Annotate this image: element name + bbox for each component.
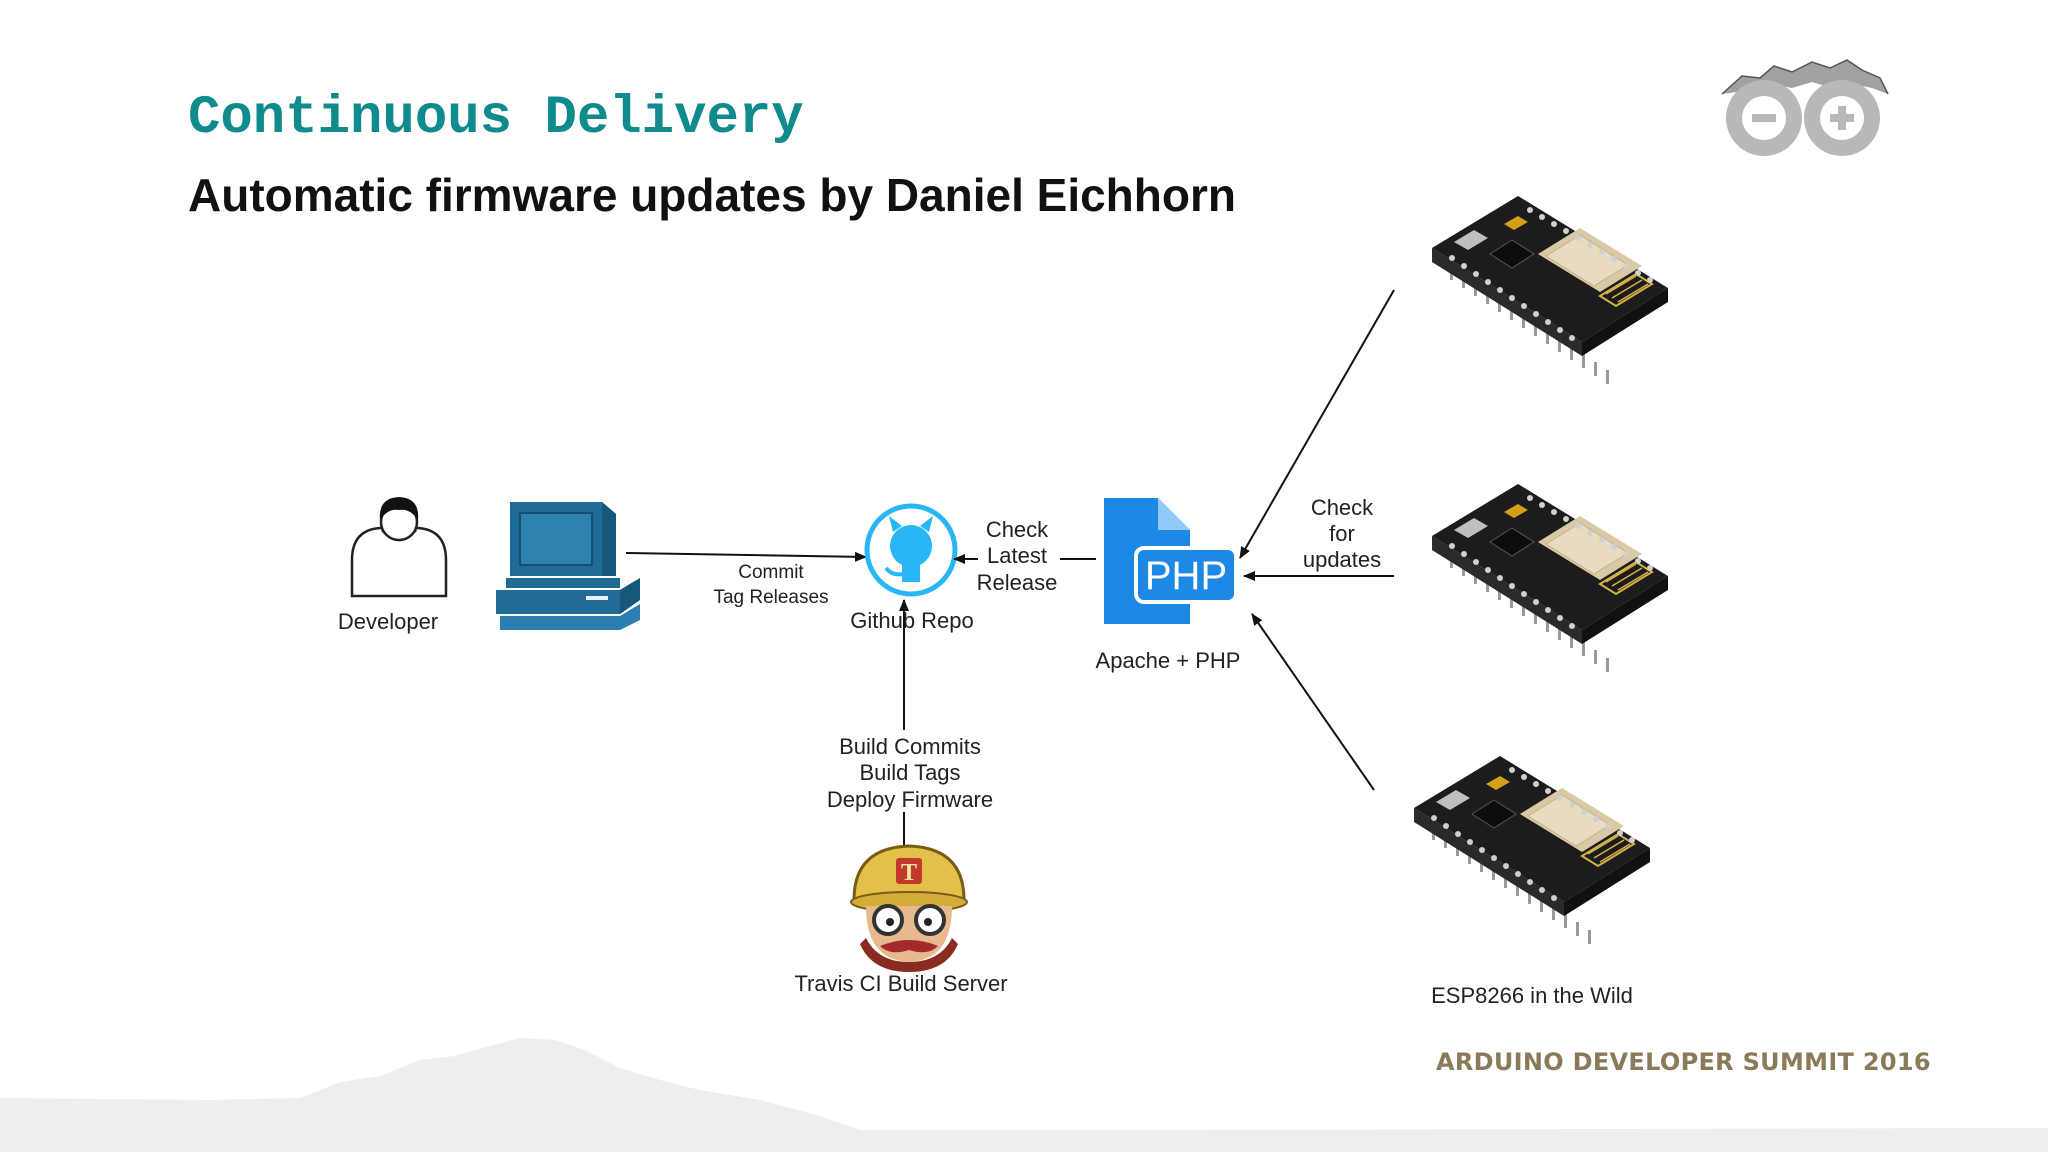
computer-icon bbox=[496, 502, 640, 630]
esp-label: ESP8266 in the Wild bbox=[1431, 983, 1633, 1008]
server-label: Apache + PHP bbox=[1096, 648, 1241, 673]
slide-title: Continuous Delivery bbox=[188, 88, 804, 149]
build-label-line-1: Build Commits bbox=[839, 734, 981, 759]
esp8266-board-icon bbox=[1431, 483, 1669, 673]
php-icon-text: PHP bbox=[1145, 554, 1227, 598]
esp-top-arrow bbox=[1239, 289, 1395, 559]
commit-label-line-2: Tag Releases bbox=[713, 587, 828, 608]
github-label: Github Repo bbox=[850, 608, 974, 633]
commit-label-line-1: Commit bbox=[738, 562, 804, 583]
travis-badge: T bbox=[901, 860, 917, 886]
slide-subtitle: Automatic firmware updates by Daniel Eic… bbox=[188, 169, 1236, 221]
check-release-label-line-3: Release bbox=[977, 570, 1058, 595]
developer-icon bbox=[350, 497, 448, 598]
php-file-icon: PHP bbox=[1104, 498, 1238, 624]
travis-ci-icon: T bbox=[850, 844, 968, 972]
developer-label: Developer bbox=[338, 609, 438, 634]
check-updates-label-line-3: updates bbox=[1303, 547, 1381, 572]
build-label-line-3: Deploy Firmware bbox=[827, 787, 993, 812]
footer-event-name: ARDUINO DEVELOPER SUMMIT 2016 bbox=[1436, 1048, 1931, 1076]
esp8266-board-icon bbox=[1431, 195, 1669, 385]
check-updates-label-line-2: for bbox=[1329, 521, 1355, 546]
arduino-logo bbox=[1721, 59, 1889, 156]
travis-label: Travis CI Build Server bbox=[794, 971, 1007, 996]
build-label-line-2: Build Tags bbox=[859, 760, 960, 785]
check-release-label-line-2: Latest bbox=[987, 543, 1047, 568]
check-release-label-line-1: Check bbox=[986, 517, 1049, 542]
github-icon bbox=[864, 503, 958, 597]
esp-bottom-arrow bbox=[1251, 613, 1375, 791]
esp8266-board-icon bbox=[1413, 755, 1651, 945]
check-updates-label-line-1: Check bbox=[1311, 495, 1374, 520]
commit-arrow bbox=[625, 551, 867, 562]
